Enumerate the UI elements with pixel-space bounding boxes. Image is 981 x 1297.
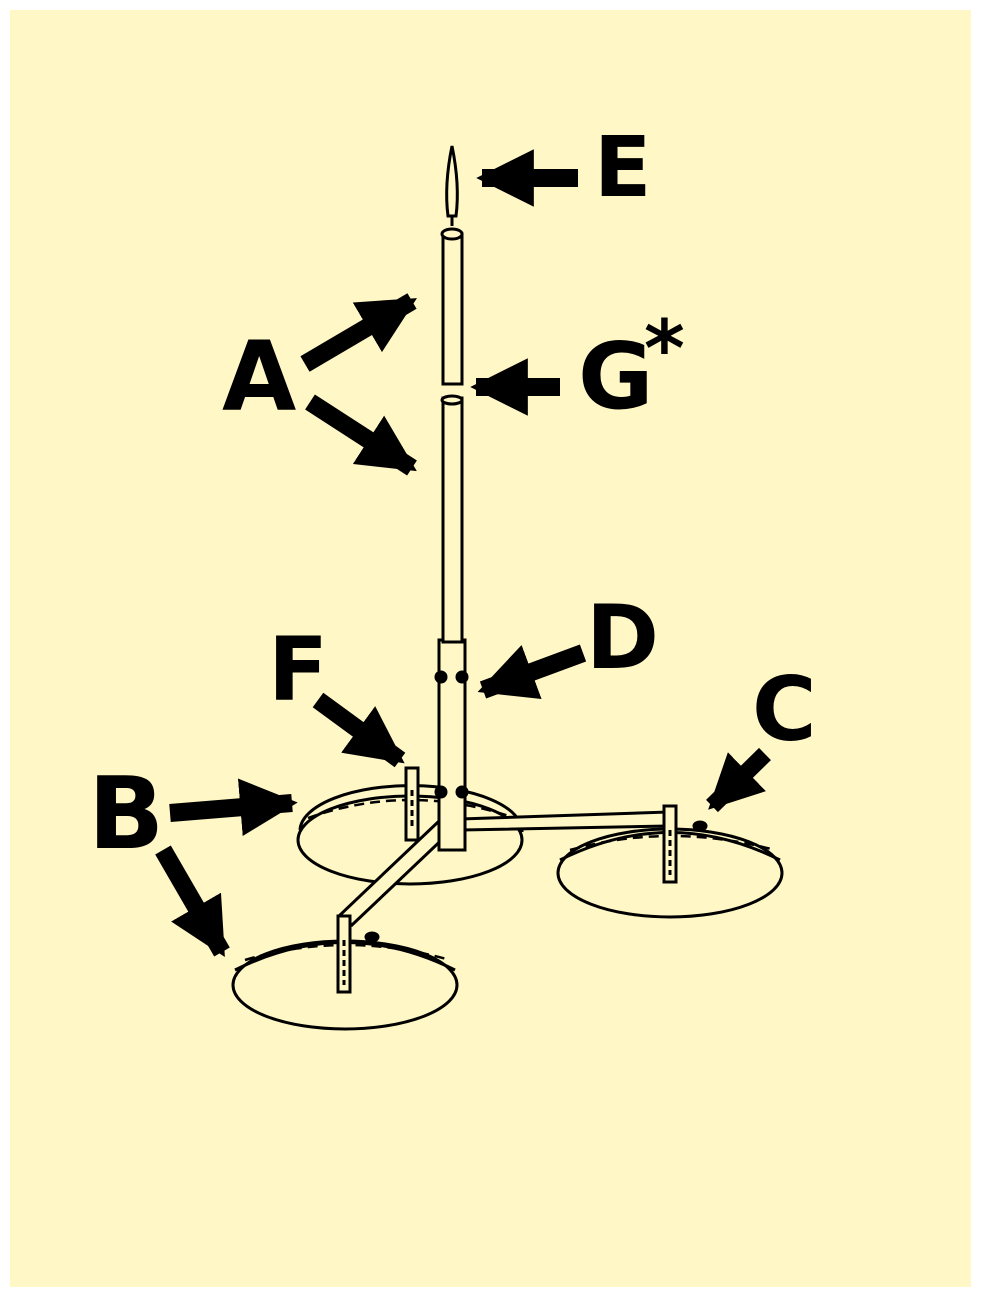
label-e: E — [594, 118, 651, 216]
label-g: G — [578, 323, 654, 430]
label-g-asterisk: * — [644, 305, 685, 395]
label-f: F — [268, 618, 328, 721]
label-b: B — [88, 755, 164, 872]
label-a: A — [222, 321, 296, 433]
diagram-background — [10, 10, 971, 1287]
mast-tip — [445, 145, 459, 226]
mast-section-lower — [440, 394, 464, 644]
mast-lower-sleeve — [434, 638, 469, 852]
stub-post-left — [404, 766, 420, 842]
stub-post-right — [662, 804, 678, 884]
mast-section-upper — [440, 227, 464, 386]
arrow-b-lower — [155, 845, 230, 957]
pointer-arrows — [155, 149, 771, 957]
arrow-c — [706, 747, 771, 813]
arrow-d — [477, 644, 587, 700]
arrow-a-upper — [300, 293, 417, 372]
arrow-b-upper — [169, 778, 298, 836]
arrow-a-lower — [305, 394, 417, 476]
arrow-f — [312, 692, 406, 768]
label-d: D — [586, 586, 659, 689]
label-c: C — [752, 658, 817, 761]
stub-post-front — [336, 914, 352, 994]
